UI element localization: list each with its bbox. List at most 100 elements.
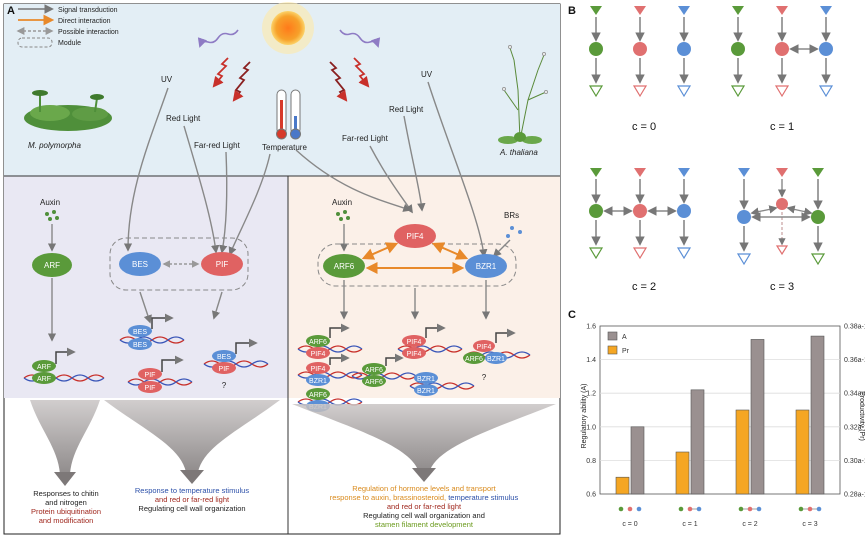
c2-red-node (633, 204, 647, 218)
farred-label-left: Far-red Light (194, 141, 241, 150)
svg-text:PIF4: PIF4 (311, 351, 326, 358)
y-tick-label: 1.6 (586, 324, 596, 331)
auxin-label-left: Auxin (40, 198, 60, 207)
dna-arf: ARF ARF (23, 347, 105, 384)
y-tick-label: 0.8 (586, 458, 596, 465)
dna-arf6-arf6: ARF6 ARF6 (351, 353, 417, 387)
auxin-label-right: Auxin (332, 198, 352, 207)
legend-possible: Possible interaction (58, 29, 119, 36)
motif-diagrams (588, 6, 834, 266)
bar-pr (615, 476, 630, 495)
panel-label-c: C (568, 309, 576, 321)
svg-text:PIF4: PIF4 (477, 344, 492, 351)
funnel-2 (104, 400, 280, 472)
pif4-label: PIF4 (407, 232, 424, 241)
arf-label: ARF (44, 261, 60, 270)
c3-green-input-triangle (812, 168, 824, 177)
panel-label-b: B (568, 5, 576, 17)
c2-green-output-triangle (588, 247, 604, 260)
c1-red-input-triangle (776, 6, 788, 15)
bar-a (750, 339, 765, 495)
svg-text:PIF4: PIF4 (407, 339, 422, 346)
question-mark-right: ? (482, 373, 487, 382)
legend-swatch (607, 331, 618, 341)
x-tick-label: c = 1 (682, 521, 697, 528)
motif-glyph-dot (618, 506, 624, 512)
outcome3-line5: stamen filament development (375, 520, 474, 529)
c2-blue-output-triangle (676, 247, 692, 260)
legend-swatch (607, 345, 618, 355)
outcome2-line1: Response to temperature stimulus (135, 486, 249, 495)
svg-text:ARF6: ARF6 (309, 339, 327, 346)
temperature-label: Temperature (262, 143, 307, 152)
c1-blue-node (819, 42, 833, 56)
y2-tick-label: 0.38a-1 (844, 324, 865, 331)
c2-green-input-triangle (590, 168, 602, 177)
svg-text:ARF: ARF (37, 364, 51, 371)
arf6-label: ARF6 (334, 262, 355, 271)
dna-pif4-arf6-bzr1: PIF4 ARF6 BZR1 ? (463, 328, 531, 382)
svg-text:PIF: PIF (145, 372, 156, 379)
question-mark-left: ? (222, 381, 227, 390)
c2-green-node (589, 204, 603, 218)
bzr1-label: BZR1 (476, 262, 497, 271)
outcome1-line1: Responses to chitin (33, 489, 98, 498)
y-tick-label: 1.4 (586, 357, 596, 364)
c1-blue-input-triangle (820, 6, 832, 15)
dna-arf6-pif4: ARF6 PIF4 (297, 323, 363, 359)
bes-node: BES (119, 252, 161, 276)
c0-blue-node (677, 42, 691, 56)
panel-label-a: A (7, 5, 15, 17)
uv-label-left: UV (161, 75, 173, 84)
uv-label-right: UV (421, 70, 433, 79)
x-tick-label: c = 2 (742, 521, 757, 528)
x-tick-label: c = 3 (802, 521, 817, 528)
svg-text:PIF4: PIF4 (311, 366, 326, 373)
funnel-1 (30, 400, 100, 474)
c1-green-output-triangle (730, 85, 746, 98)
right-module-bg (288, 176, 560, 398)
motif-glyph-dot (756, 506, 762, 512)
uv-wave-left (197, 29, 239, 48)
c1-red-output-triangle (774, 85, 790, 98)
bar-pr (735, 409, 750, 495)
outcome3-line3: and red or far-red light (387, 502, 462, 511)
brs-label: BRs (504, 211, 519, 220)
dna-bes: BES BES (119, 313, 185, 350)
bar-a (690, 389, 705, 495)
motif-glyph-dot (636, 506, 642, 512)
c3-red-node (776, 198, 788, 210)
farred-wave-right (329, 61, 348, 102)
red-light-wave-left (212, 57, 229, 88)
outcome1-line3: Protein ubiquitination (31, 507, 101, 516)
red-light-label-left: Red Light (166, 114, 201, 123)
y2-axis-label: Productivity (Pr) (858, 391, 865, 441)
c3-red-output-triangle (775, 245, 789, 256)
svg-text:ARF6: ARF6 (465, 356, 483, 363)
auxin-dots-right (336, 210, 350, 221)
bar-a (630, 426, 645, 495)
pif-label: PIF (216, 260, 229, 269)
motif-glyph-dot (687, 506, 693, 512)
c2-red-input-triangle (634, 168, 646, 177)
x-tick-label: c = 0 (622, 521, 637, 528)
arf-node: ARF (32, 253, 72, 277)
c3-red-input-triangle (776, 168, 788, 177)
svg-text:ARF6: ARF6 (309, 392, 327, 399)
svg-text:ARF6: ARF6 (365, 379, 383, 386)
farred-wave-left (232, 61, 251, 102)
outcome1-line4: and modification (39, 516, 94, 525)
funnel-3 (292, 404, 556, 470)
svg-text:PIF4: PIF4 (407, 351, 422, 358)
species-label-right: A. thaliana (499, 148, 538, 157)
svg-text:ARF6: ARF6 (365, 367, 383, 374)
svg-text:PIF: PIF (219, 366, 230, 373)
bar-pr (675, 451, 690, 495)
farred-label-right: Far-red Light (342, 134, 389, 143)
y-axis-label: Regulatory ability (A) (581, 384, 588, 449)
bar-a (810, 335, 825, 495)
c3-green-output-triangle (810, 253, 826, 266)
signal-lines (123, 81, 488, 258)
y2-tick-label: 0.34a-1 (844, 391, 865, 398)
